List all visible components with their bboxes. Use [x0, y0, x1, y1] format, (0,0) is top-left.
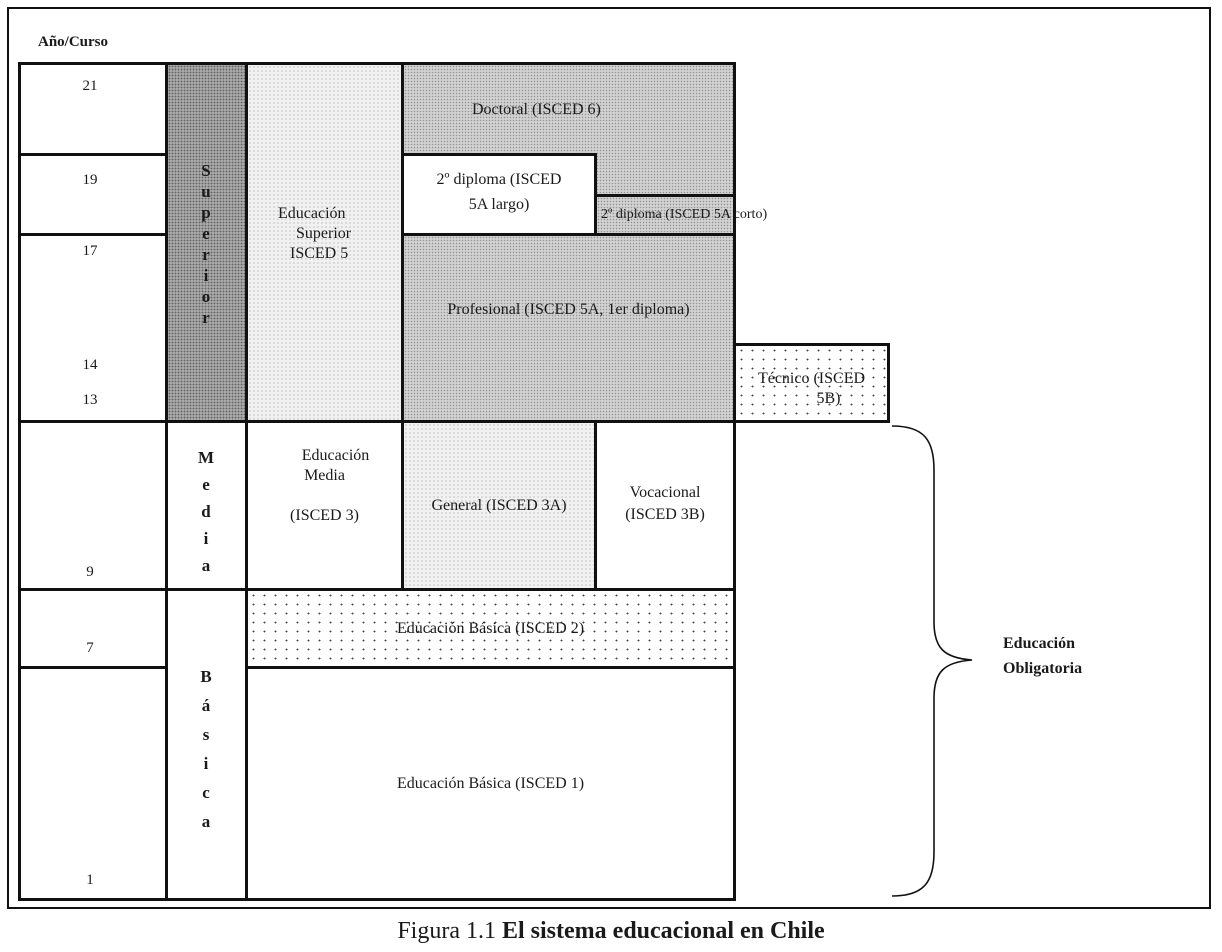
diploma-largo-label: 2º diploma (ISCED 5A largo) [436, 171, 562, 213]
tecnico-box [733, 343, 890, 423]
doctoral-label: Doctoral (ISCED 6) [472, 101, 601, 118]
basica-isced1-label: Educación Básica (ISCED 1) [396, 775, 585, 792]
basica-isced1-box [245, 666, 736, 901]
basica-isced2-label: Educación Básica (ISCED 2) [396, 620, 585, 637]
profesional-label: Profesional (ISCED 5A, 1er diploma) [447, 301, 690, 318]
year-label-19: 19 [82, 172, 98, 188]
tecnico-label: Técnico (ISCED 5B) [757, 370, 866, 407]
diploma-corto-label: 2º diploma (ISCED 5A corto) [601, 207, 768, 222]
year-label-1: 1 [86, 872, 94, 888]
year-label-17: 17 [82, 243, 98, 259]
educacion-media-label: Educación Media (ISCED 3) [290, 447, 370, 524]
general-box [401, 420, 597, 591]
year-cell-21 [18, 62, 168, 156]
year-label-9: 9 [86, 564, 94, 580]
year-cell-9 [18, 420, 168, 591]
profesional-box [401, 233, 736, 423]
figure-caption: Figura 1.1 El sistema educacional en Chi… [0, 918, 1222, 945]
year-cell-1 [18, 666, 168, 901]
diploma-largo-box [401, 153, 597, 236]
axis-title: Año/Curso [38, 34, 109, 50]
vocacional-label: Vocacional (ISCED 3B) [625, 484, 705, 524]
obligatoria-label: Educación Obligatoria [1003, 635, 1083, 677]
educacion-superior-label: Educación Superior ISCED 5 [278, 205, 352, 262]
caption-title: El sistema educacional en Chile [502, 918, 825, 944]
year-label-14: 14 [82, 357, 98, 373]
figure-frame [7, 7, 1211, 909]
educacion-superior-box [245, 62, 404, 423]
year-label-13: 13 [82, 392, 98, 408]
general-label: General (ISCED 3A) [431, 497, 567, 514]
year-label-7: 7 [86, 640, 94, 656]
year-label-21: 21 [82, 78, 98, 94]
caption-prefix: Figura 1.1 [397, 918, 496, 944]
year-cell-17 [18, 233, 168, 423]
